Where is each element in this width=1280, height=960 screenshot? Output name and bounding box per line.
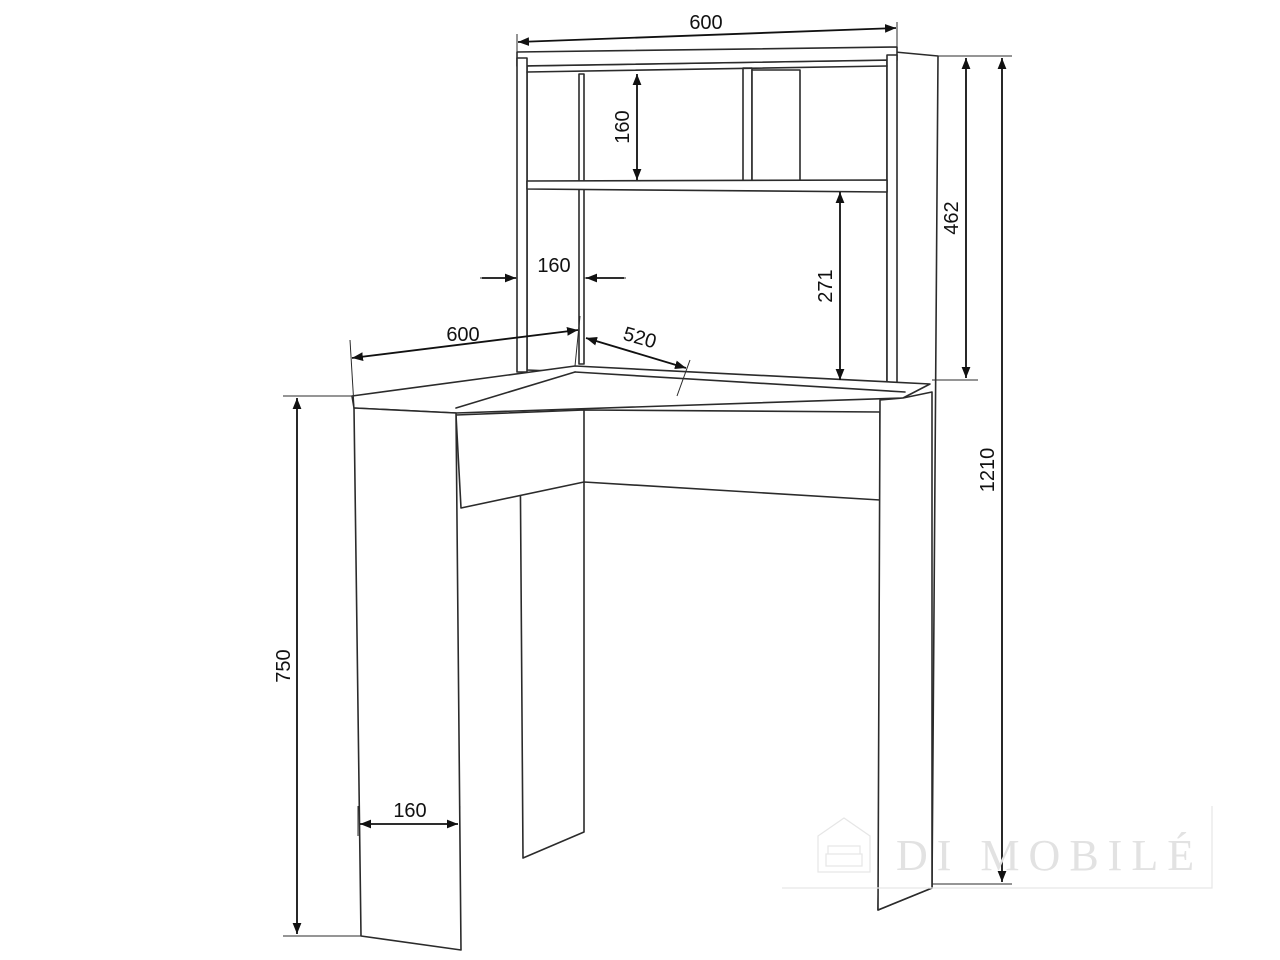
hutch-top-inner-edge: [526, 65, 888, 73]
label-total-height: 1210: [977, 448, 999, 493]
hutch-left-side: [516, 57, 528, 373]
label-desk-depth: 600: [446, 324, 479, 346]
label-leg-width: 160: [393, 800, 426, 822]
front-right-leg: [877, 391, 933, 911]
hutch-cubby-back: [751, 69, 801, 182]
hutch-middle-shelf: [526, 179, 888, 193]
hutch-right-side: [886, 54, 898, 389]
desk-top-inner-edge-right: [574, 371, 906, 393]
watermark-brand-text: DI MOBILÉ: [896, 831, 1203, 880]
dimension-corner-depth-line: [585, 336, 687, 370]
upper-hutch: [516, 46, 898, 389]
dimension-top-width-line: [517, 24, 897, 46]
dimension-desk-depth-line: [351, 326, 579, 362]
label-lower-gap: 271: [815, 269, 837, 302]
dimension-lines: [292, 24, 1007, 934]
label-divider-offset: 160: [537, 255, 570, 277]
label-shelf-height: 160: [612, 110, 634, 143]
front-left-leg: [353, 407, 462, 951]
sofa-house-icon: [817, 817, 871, 873]
watermark: DI MOBILÉ: [782, 806, 1213, 889]
modesty-panel: [455, 409, 881, 509]
label-desk-height: 750: [273, 649, 295, 682]
hutch-right-divider: [742, 67, 753, 182]
label-upper-height: 462: [941, 201, 963, 234]
label-top-width: 600: [689, 12, 722, 34]
desk-top-inner-edge: [455, 371, 576, 409]
hutch-left-divider: [578, 73, 585, 365]
desk-drawing: [351, 46, 939, 951]
